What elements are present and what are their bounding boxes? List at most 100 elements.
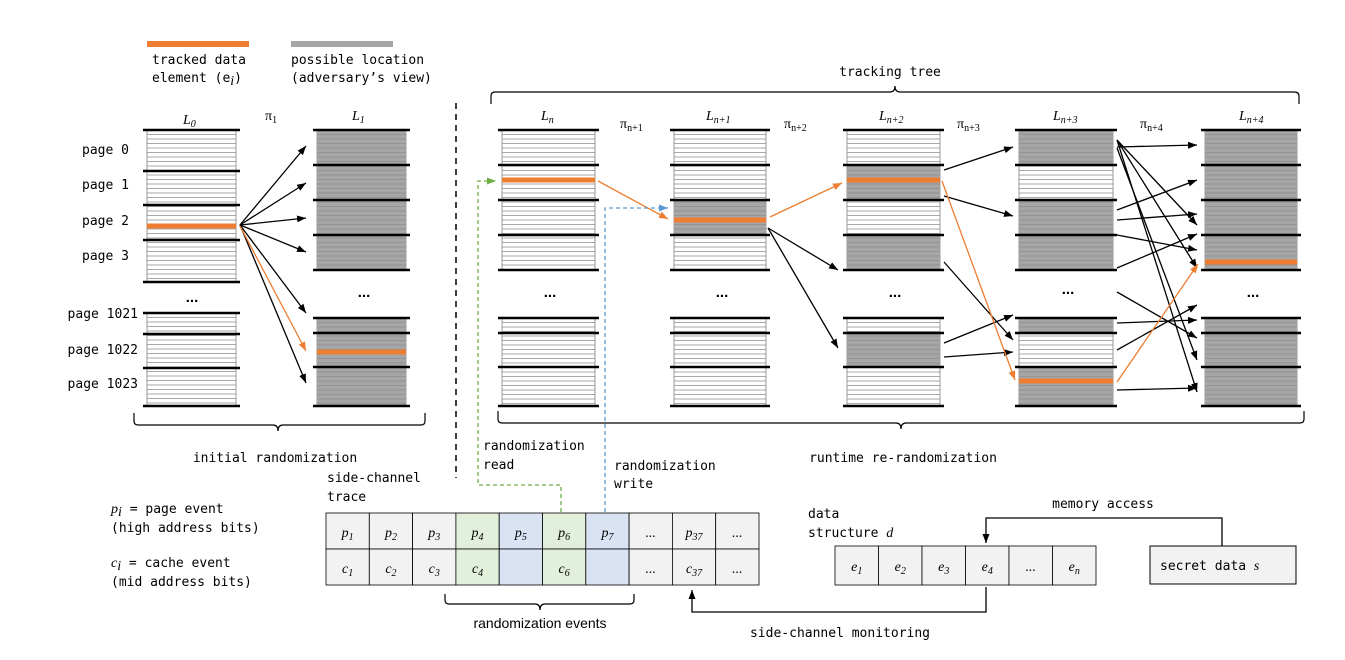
memory-access-arrow: [982, 517, 1223, 546]
layout-title-l0: L0: [182, 113, 196, 130]
trace-page-cell: [672, 512, 717, 550]
randomization-write-label-2: write: [614, 477, 653, 492]
legend-tracked-label: tracked data: [152, 53, 246, 68]
trace-cache-event: c4: [472, 562, 483, 579]
legend-possible-label: possible location: [291, 53, 424, 68]
page-label-1: page 1: [82, 178, 129, 193]
trace-page-event: p4: [471, 526, 484, 543]
layout-title-ln4: Ln+4: [1238, 109, 1264, 126]
layout-ln3-possible-page: [1019, 200, 1113, 235]
side-channel-monitoring-arrow: [688, 587, 987, 613]
layout-title-ln3: Ln+3: [1052, 109, 1078, 126]
layout-ln2-possible-page: [847, 235, 940, 270]
layout-ellipses: ... ... ... ... ... ... ...: [186, 281, 1260, 306]
ellipsis-ln4: ...: [1247, 284, 1260, 301]
randomization-read-label-2: read: [483, 458, 514, 473]
tracked-element-l1: [317, 349, 406, 355]
layout-ln3-possible-page: [1019, 367, 1113, 406]
trace-cache-cell: [628, 548, 673, 586]
data-element: ...: [1026, 560, 1037, 575]
arrow-l0-p2-to-l1-e: [239, 224, 307, 314]
arrow-l0-p2-to-l1-d: [239, 224, 307, 253]
page-event-legend: pi = page event: [110, 502, 224, 520]
arrow-ln2-to-ln3-b: [943, 195, 1014, 217]
trace-page-cell: [368, 512, 413, 550]
arrow-ln1-to-ln2-a: [767, 227, 839, 271]
layout-ln4: [1201, 128, 1301, 408]
data-element: e4: [982, 560, 993, 577]
arrow-ln3-to-ln4-l: [1116, 304, 1198, 351]
ellipsis-l1: ...: [358, 284, 371, 301]
layout-ln3-possible-page: [1019, 318, 1113, 333]
tracked-element-ln4: [1205, 259, 1297, 265]
legend-possible-swatch: [291, 41, 393, 47]
trace-page-event: p5: [514, 526, 527, 543]
arrow-tracked-ln1-to-ln2: [769, 182, 843, 218]
arrow-l0-p2-to-l1-a: [239, 145, 307, 226]
trace-page-event: p6: [557, 526, 570, 543]
page-label-2: page 2: [82, 214, 129, 229]
arrow-ln3-to-ln4-h: [1116, 234, 1198, 252]
arrow-ln1-to-ln2-b: [767, 227, 839, 349]
data-element-cell: [965, 545, 1010, 586]
trace-page-event: p37: [685, 526, 704, 543]
secret-data-box: [1149, 545, 1297, 585]
randomization-write-label: randomization: [614, 459, 716, 474]
arrow-ln3-to-ln4-j: [1116, 291, 1198, 339]
data-element-cell: [834, 545, 879, 586]
layout-ln: [498, 128, 599, 408]
ellipsis-ln1: ...: [716, 284, 729, 301]
memory-access-label: memory access: [1052, 497, 1154, 512]
trace-page-cell: [412, 512, 457, 550]
randomization-events-label: randomization events: [473, 615, 606, 631]
initial-randomization-label: initial randomization: [193, 451, 357, 466]
trace-cache-event: c6: [559, 562, 570, 579]
data-element-cell: [878, 545, 923, 586]
trace-page-event: p1: [341, 526, 354, 543]
arrow-ln3-to-ln4-e: [1116, 147, 1198, 361]
data-element-cell: [1008, 545, 1053, 586]
layout-ln3-possible-page: [1019, 235, 1113, 270]
arrow-ln3-to-ln4-i: [1116, 233, 1198, 269]
trace-cache-event: c3: [429, 562, 440, 579]
permutation-pn4: πn+4: [1140, 117, 1163, 134]
legend-tracked-swatch: [147, 41, 249, 47]
trace-cache-event: c2: [385, 562, 396, 579]
braces: [133, 85, 1305, 611]
trace-page-event: p2: [384, 526, 397, 543]
permutation-pn2: πn+2: [784, 117, 807, 134]
trace-cache-cell: [585, 548, 630, 586]
layout-ln1: [670, 128, 770, 408]
page-event-description: (high address bits): [111, 521, 260, 536]
trace-page-cell: [715, 512, 760, 550]
legend: tracked data element (ei) possible locat…: [147, 41, 432, 89]
randomization-read-arrow: [477, 177, 562, 512]
arrow-tracked-ln-to-ln1: [597, 180, 669, 220]
runtime-rerandomization-brace: [497, 411, 1305, 430]
arrow-ln3-to-ln4-g: [1116, 211, 1198, 221]
arrow-ln3-to-ln4-k: [1116, 316, 1198, 324]
randomization-events-brace: [444, 594, 635, 611]
trace-page-event: p3: [427, 526, 440, 543]
arrow-l0-p2-to-l1-f: [239, 224, 307, 384]
side-channel-monitoring-label: side-channel monitoring: [750, 626, 930, 641]
trace-cache-cell: [715, 548, 760, 586]
data-structure-label: data: [808, 507, 839, 522]
trace-page-event: ...: [732, 526, 743, 541]
layout-ln3-possible-page: [1019, 130, 1113, 165]
tracked-element-ln3: [1019, 378, 1113, 384]
arrow-ln3-to-ln4-m: [1116, 384, 1198, 392]
trace-cache-event: c1: [342, 562, 353, 579]
cache-event-legend: ci = cache event: [111, 556, 231, 574]
data-element: e1: [851, 560, 862, 577]
arrow-ln2-to-ln3-a: [943, 146, 1014, 171]
trace-cache-cell: [672, 548, 717, 586]
data-element: en: [1069, 560, 1080, 577]
cache-event-description: (mid address bits): [111, 575, 252, 590]
data-element-cell: [1052, 545, 1097, 586]
tracked-element-ln1: [674, 217, 766, 223]
layout-title-ln: Ln: [540, 109, 554, 126]
trace-cache-cell: [368, 548, 413, 586]
